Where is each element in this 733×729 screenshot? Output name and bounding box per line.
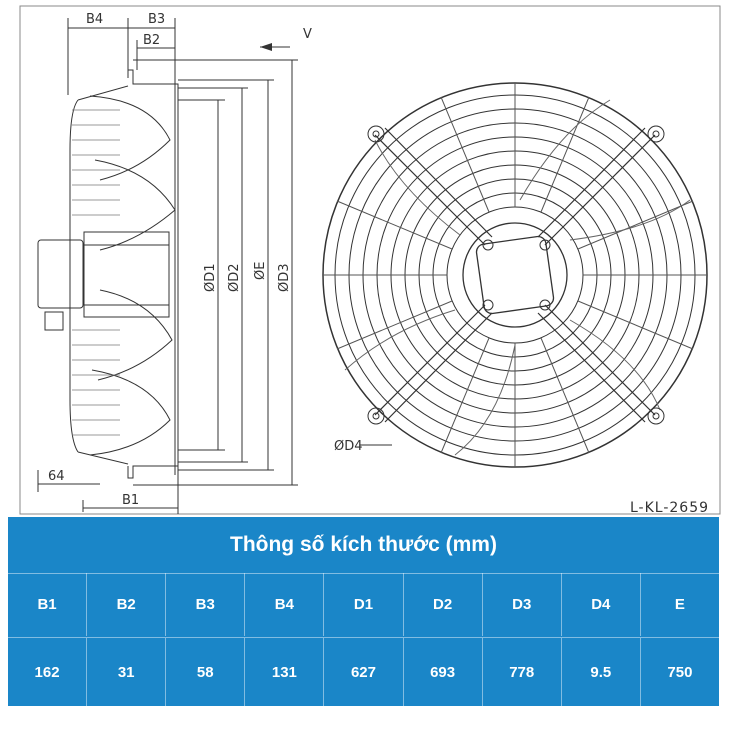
label-b2: B2 (143, 33, 160, 48)
label-d3: ØD3 (277, 263, 292, 292)
header-cell: B4 (244, 573, 323, 636)
spec-table (8, 517, 719, 706)
value-cell: 9.5 (560, 638, 640, 706)
value-cell: 162 (34, 663, 60, 681)
header-cell: D4 (560, 573, 640, 636)
table-title: Thông số kích thước (mm) (230, 533, 497, 556)
header-cell: D3 (481, 573, 561, 636)
label-d2: ØD2 (227, 263, 242, 292)
side-view (37, 18, 298, 514)
label-e: ØE (253, 262, 268, 280)
drawing-frame (19, 5, 721, 515)
header-cell: E (639, 573, 719, 636)
divider (8, 573, 719, 574)
table-header-row: B1 B2 B3 B4 D1 D2 D3 D4 E (8, 573, 719, 636)
label-b1: B1 (122, 493, 139, 508)
value-cell: 750 (639, 638, 719, 706)
front-view (322, 82, 708, 468)
value-cell: 778 (481, 638, 561, 706)
header-cell: B1 (37, 596, 57, 613)
label-offset: 64 (48, 469, 65, 484)
header-cell: D2 (402, 573, 482, 636)
value-cell: 131 (244, 638, 323, 706)
value-cell: 31 (86, 638, 165, 706)
label-d1: ØD1 (203, 263, 218, 292)
drawing-code: L-KL-2659 (630, 500, 709, 516)
view-marker: V (303, 27, 312, 42)
header-cell: D1 (323, 573, 402, 636)
value-cell: 693 (402, 638, 482, 706)
value-cell: 58 (165, 638, 244, 706)
value-cell: 627 (323, 638, 402, 706)
divider (8, 637, 719, 638)
technical-drawing: B4 B3 B2 B1 64 V ØD1 ØD2 ØE ØD3 ØD4 L-KL… (19, 5, 721, 516)
table-value-row: 162 31 58 131 627 693 778 9.5 750 (8, 638, 719, 706)
label-b4: B4 (86, 12, 103, 27)
header-cell: B3 (165, 573, 244, 636)
header-cell: B2 (86, 573, 165, 636)
label-d4: ØD4 (334, 439, 363, 454)
label-b3: B3 (148, 12, 165, 27)
